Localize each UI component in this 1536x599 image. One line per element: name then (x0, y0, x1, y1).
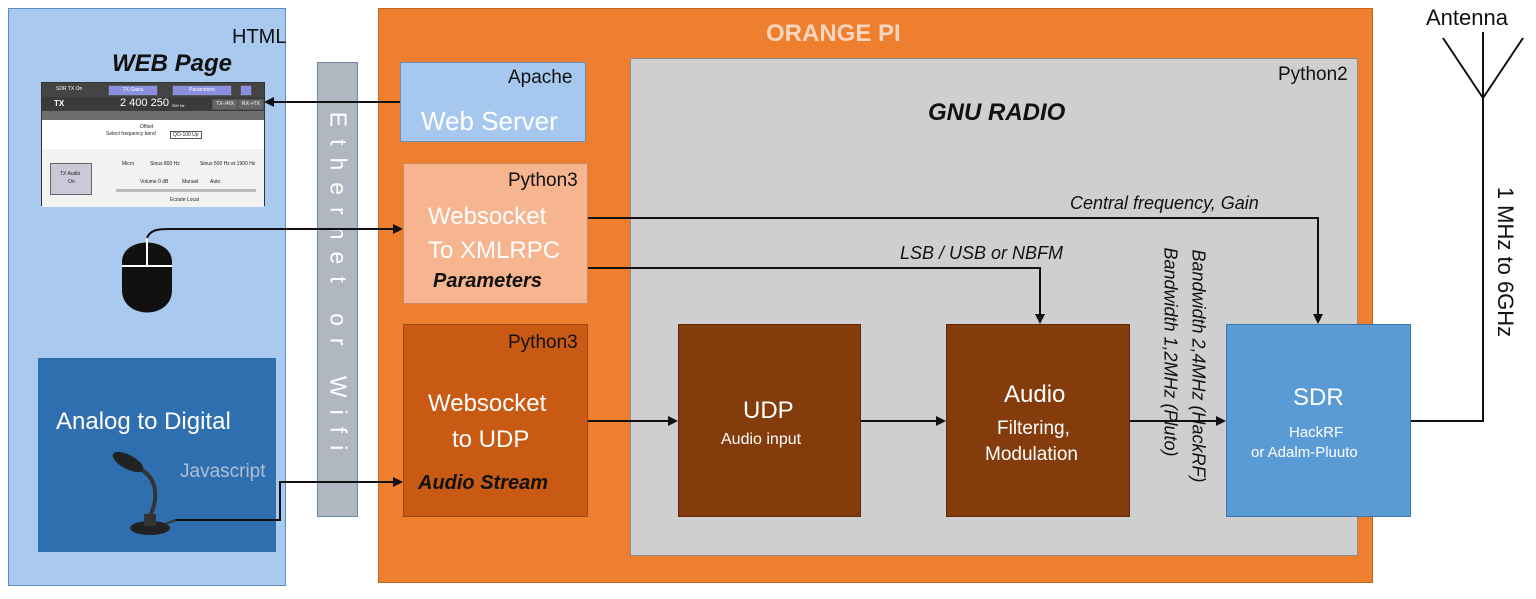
sinus800-radio[interactable]: Sinus 800 Hz (150, 161, 180, 167)
audio-filtering-box (946, 324, 1130, 517)
gnu-python2-tag: Python2 (1278, 64, 1348, 85)
sdr-tx-on-label: SDR TX On (56, 86, 83, 92)
parameters-button[interactable]: Parameters (172, 85, 232, 96)
apache-tag: Apache (508, 67, 573, 88)
sdr-title: SDR (1293, 384, 1344, 411)
band-select[interactable]: QO-100 Up (170, 131, 202, 139)
sdr-line3: or Adalm-Pluuto (1251, 444, 1358, 461)
ethernet-wifi-bar (317, 62, 358, 517)
auto-radio[interactable]: Auto (210, 179, 221, 185)
offset-label: Offset (140, 124, 154, 130)
volume-slider[interactable] (116, 189, 256, 192)
adc-title: Analog to Digital (56, 408, 231, 435)
audio-line3: Modulation (985, 444, 1078, 465)
mic-to-websocket-arrow (175, 477, 403, 521)
udpws-line3: Audio Stream (418, 472, 549, 494)
websocket-udp-box (403, 324, 588, 517)
select-band-label: Select frequency band (106, 131, 156, 137)
tx-label: TX (54, 99, 65, 108)
udpws-line2: to UDP (452, 426, 530, 453)
tx-audio-button[interactable] (50, 163, 92, 195)
central-frequency-arrow (588, 217, 1323, 324)
mouse-icon (122, 228, 172, 313)
xmlrpc-line3: Parameters (433, 270, 542, 292)
tx-audio-state: On (68, 179, 75, 185)
sdr-line2: HackRF (1289, 424, 1344, 441)
udpws-line1: Websocket (428, 390, 547, 417)
websocket-xmlrpc-box (403, 163, 588, 304)
web-page-title: WEB Page (112, 50, 233, 77)
central-frequency-label: Central frequency, Gain (1070, 193, 1259, 213)
tx-gains-button[interactable]: TX Gains (108, 85, 158, 96)
frequency-unit: 000 Hz (172, 103, 185, 108)
menu-button[interactable] (240, 85, 252, 96)
html-tag: HTML (232, 26, 287, 48)
sdr-to-antenna-line (1411, 98, 1484, 422)
micro-radio[interactable]: Micro (122, 161, 135, 167)
sinus500-radio[interactable]: Sinus 500 Hz et 1900 Hz (200, 161, 256, 167)
xmlrpc-python3-tag: Python3 (508, 170, 578, 191)
rx-tx-button[interactable]: RX->TX (238, 99, 264, 110)
antenna-label: Antenna (1426, 5, 1508, 30)
audio-title: Audio (1004, 381, 1066, 408)
mode-arrow (588, 267, 1045, 324)
tx-audio-label: TX Audio (60, 171, 81, 177)
web-server-label: Web Server (421, 106, 558, 136)
orange-pi-title: ORANGE PI (766, 20, 901, 47)
udpws-python3-tag: Python3 (508, 332, 578, 353)
tx-rx-button[interactable]: TX->RX (212, 99, 238, 110)
xmlrpc-line1: Websocket (428, 203, 547, 230)
volume-label: Volume 0 dB (140, 179, 169, 185)
ecoute-local-checkbox[interactable]: Ecoute Local (170, 197, 199, 203)
mode-label: LSB / USB or NBFM (900, 243, 1064, 263)
frequency-display: 2 400 250 (120, 97, 169, 109)
gnu-radio-title: GNU RADIO (928, 99, 1066, 126)
udp-title: UDP (743, 397, 794, 424)
antenna-icon (1442, 32, 1524, 99)
apache-web-server-box (400, 62, 586, 142)
udp-subtitle: Audio input (721, 431, 802, 448)
udp-audio-input-box (678, 324, 861, 517)
web-page-screenshot: SDR TX On TX Gains Parameters TX 2 400 2… (41, 82, 265, 207)
xmlrpc-line2: To XMLRPC (428, 237, 561, 264)
adc-subtitle: Javascript (180, 461, 266, 482)
manuel-radio[interactable]: Manuel (182, 179, 199, 185)
microphone-icon (112, 451, 177, 535)
audio-line2: Filtering, (997, 418, 1070, 439)
sdr-box (1226, 324, 1411, 517)
